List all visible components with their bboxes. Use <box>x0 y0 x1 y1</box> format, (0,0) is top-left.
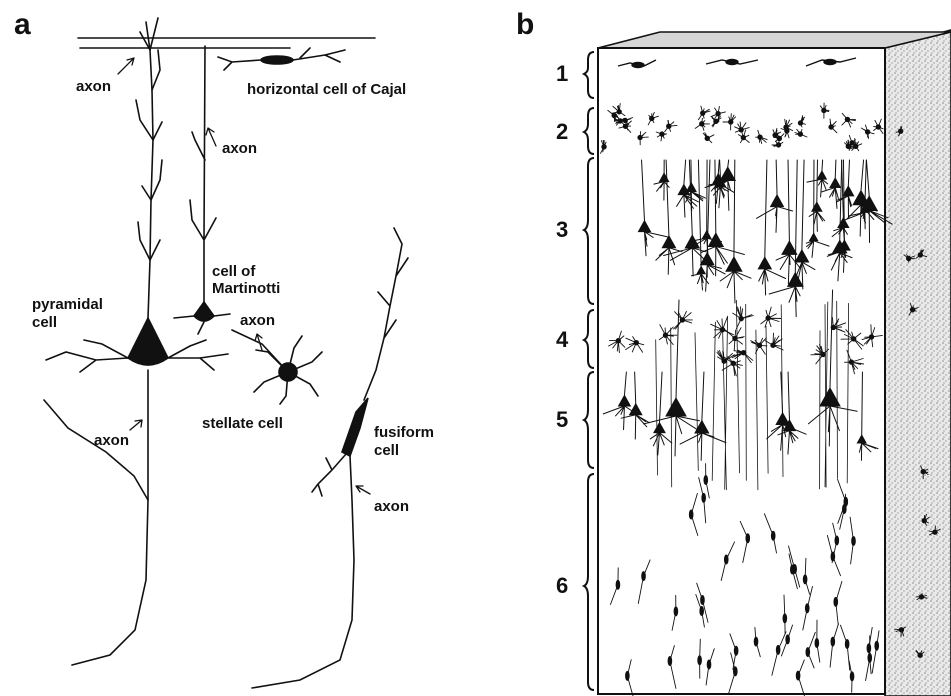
label-axon-fusiform: axon <box>374 498 409 516</box>
label-martinotti-2: Martinotti <box>212 280 280 298</box>
block-front-face <box>598 48 885 694</box>
label-axon-pyramidal: axon <box>94 432 129 450</box>
panel-b-drawing <box>584 30 951 696</box>
label-fusiform-1: fusiform <box>374 424 434 442</box>
layer-braces <box>584 52 594 690</box>
stellate-cell <box>232 330 322 404</box>
label-axon-martinotti: axon <box>222 140 257 158</box>
panel-b-letter: b <box>516 10 534 40</box>
layer-number-2: 2 <box>556 121 568 143</box>
label-axon-stellate: axon <box>240 312 275 330</box>
layer-number-1: 1 <box>556 63 568 85</box>
panel-a-drawing <box>44 18 408 688</box>
layer-number-3: 3 <box>556 219 568 241</box>
label-horizontal-cell: horizontal cell of Cajal <box>247 81 406 99</box>
label-axon-top: axon <box>76 78 111 96</box>
horizontal-cell-of-cajal <box>218 48 345 70</box>
label-pyramidal-1: pyramidal <box>32 296 103 314</box>
block-top-face <box>598 32 951 48</box>
block-side-face <box>885 30 951 696</box>
label-pyramidal-2: cell <box>32 314 57 332</box>
pyramidal-cell <box>44 18 228 665</box>
label-stellate-cell: stellate cell <box>202 415 283 433</box>
panel-a-letter: a <box>14 10 31 40</box>
label-martinotti-1: cell of <box>212 263 255 281</box>
layer-number-4: 4 <box>556 329 568 351</box>
layer-number-5: 5 <box>556 409 568 431</box>
surface-line <box>78 38 375 48</box>
layer-number-6: 6 <box>556 575 568 597</box>
label-fusiform-2: cell <box>374 442 399 460</box>
